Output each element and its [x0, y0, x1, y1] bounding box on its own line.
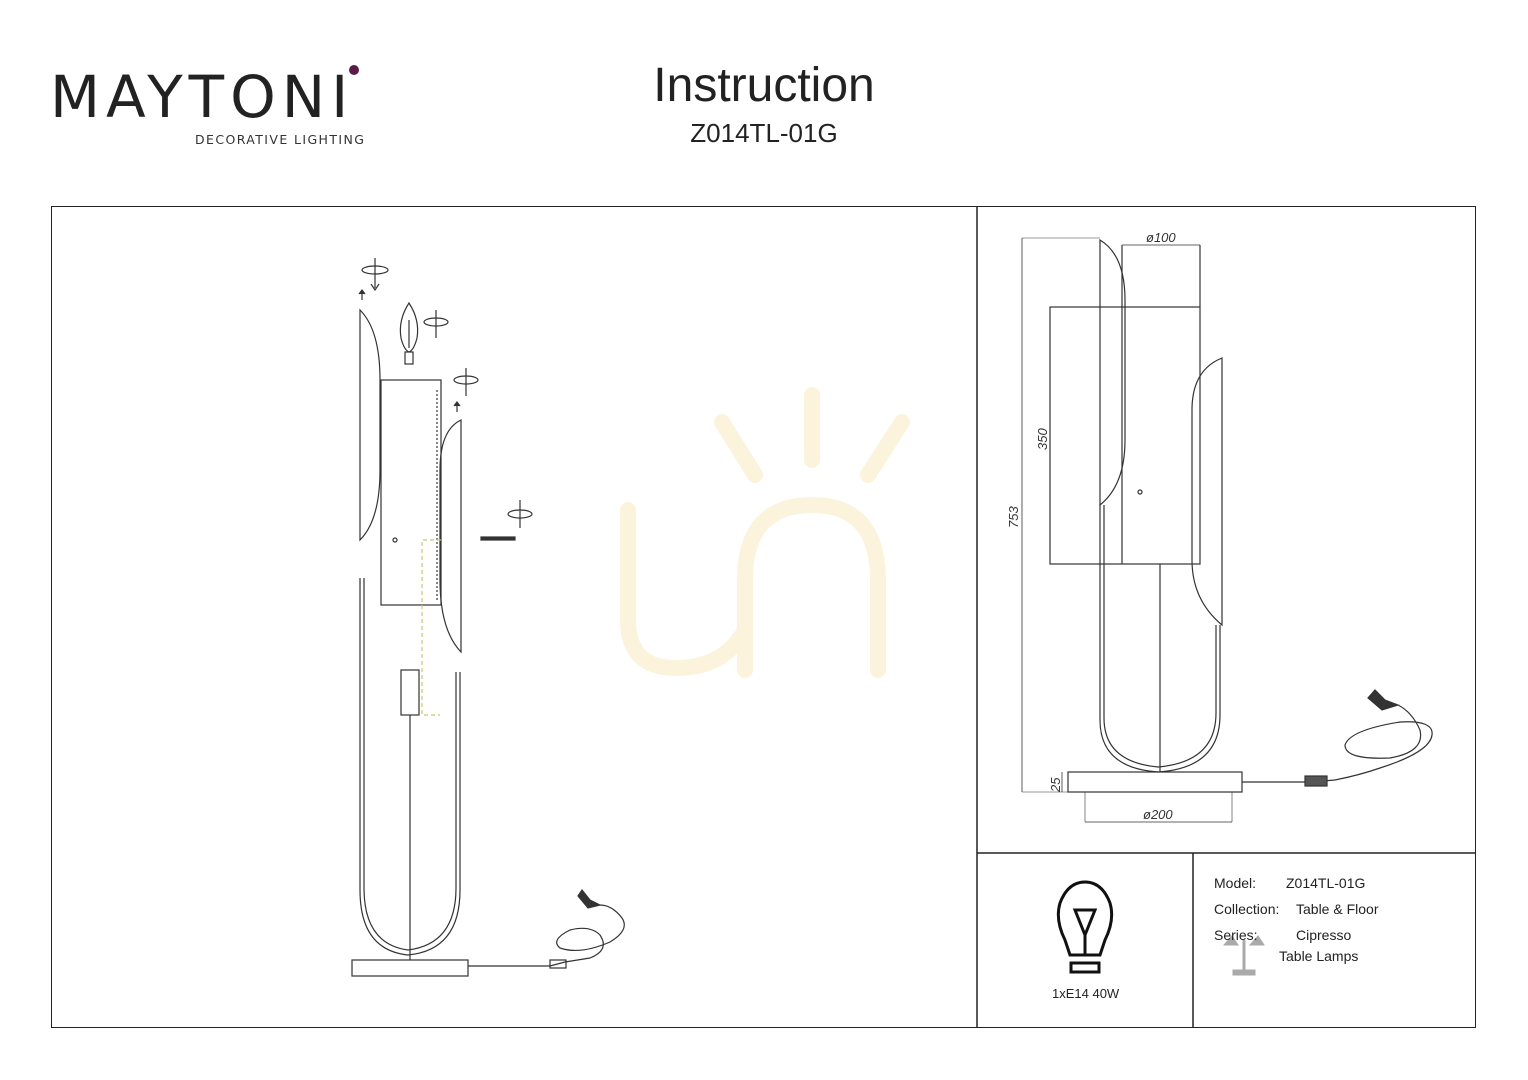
watermark-logo: [620, 387, 910, 678]
diameter-top-label: ø100: [1146, 230, 1176, 245]
dimension-diagram: [1021, 237, 1433, 823]
model-code: Z014TL-01G: [690, 118, 838, 148]
logo-dot-icon: [349, 65, 359, 75]
table-lamp-icon: [1222, 935, 1265, 976]
page-title: Instruction: [653, 59, 875, 112]
diameter-base-label: ø200: [1143, 807, 1173, 822]
rotate-arrow-icon: [507, 500, 533, 528]
model-label: Model:: [1214, 875, 1257, 891]
height-base-label: 25: [1048, 777, 1063, 793]
light-bulb-icon: [1056, 880, 1114, 974]
rotate-arrow-icon: [361, 258, 389, 292]
dimension-labels: ø100 ø200 753 350 25: [1006, 230, 1176, 822]
rotate-arrow-icon: [423, 310, 449, 338]
collection-value: Table & Floor: [1296, 901, 1379, 917]
model-value: Z014TL-01G: [1286, 875, 1366, 891]
brand-tagline: DECORATIVE LIGHTING: [195, 132, 366, 147]
type-value: Table Lamps: [1279, 948, 1359, 964]
bulb-spec: 1xE14 40W: [1052, 986, 1120, 1001]
height-shade-label: 350: [1035, 428, 1050, 450]
series-value: Cipresso: [1296, 927, 1352, 943]
up-arrow-icon: [358, 289, 366, 300]
instruction-frame: [51, 206, 1476, 1028]
series-label: Series:: [1214, 927, 1258, 943]
rotate-arrow-icon: [453, 368, 479, 396]
candle-bulb-icon: [399, 301, 419, 365]
height-total-label: 753: [1006, 506, 1021, 528]
exploded-assembly-diagram: [351, 258, 625, 977]
brand-logo: MAYTONI DECORATIVE LIGHTING: [50, 60, 370, 160]
up-arrow-icon: [453, 401, 461, 412]
collection-label: Collection:: [1214, 901, 1280, 917]
brand-name: MAYTONI: [50, 63, 355, 131]
